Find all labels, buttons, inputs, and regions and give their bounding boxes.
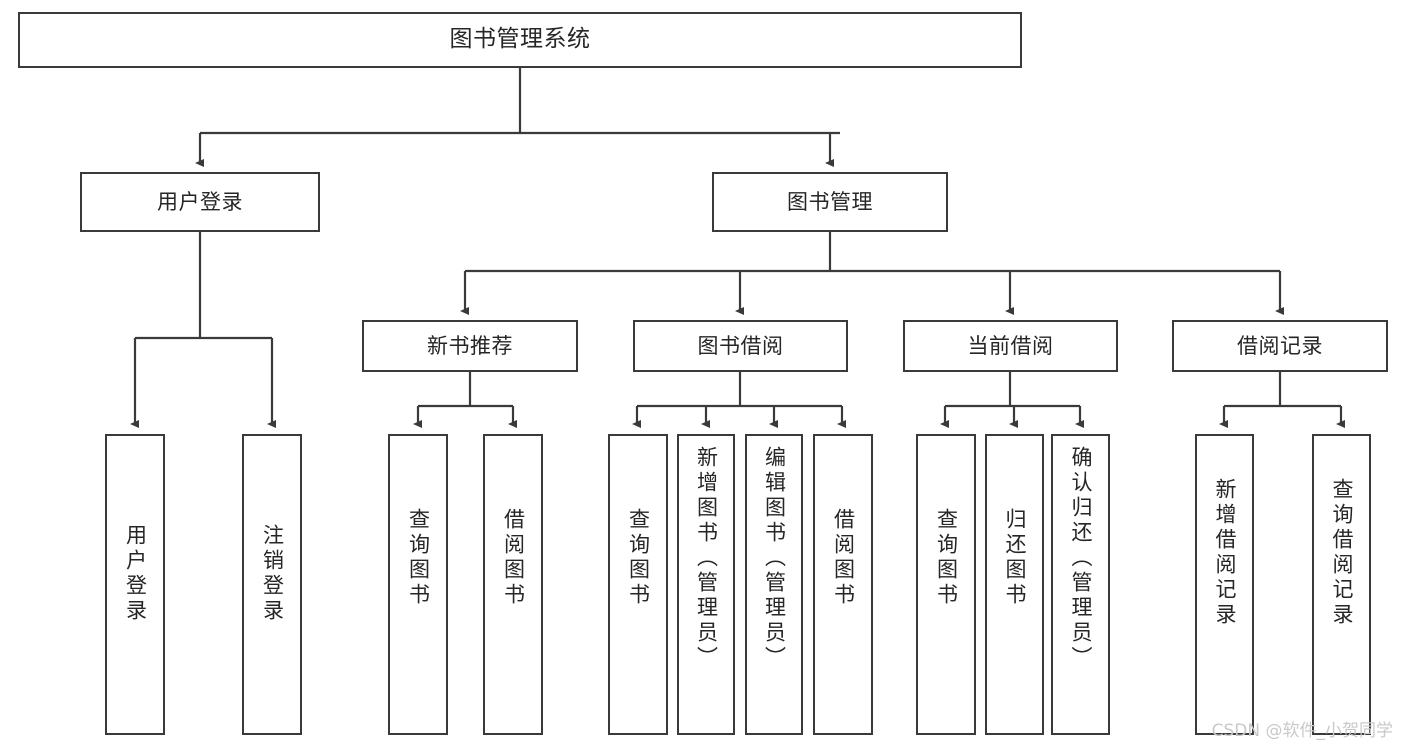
node-borrow-records[interactable]: 借阅记录 bbox=[1172, 320, 1388, 372]
node-root-system[interactable]: 图书管理系统 bbox=[18, 12, 1022, 68]
leaf-logout[interactable]: 注销登录 bbox=[242, 434, 302, 735]
leaf-query-book-borrow[interactable]: 查询图书 bbox=[608, 434, 668, 735]
node-current-borrow[interactable]: 当前借阅 bbox=[903, 320, 1118, 372]
node-label: 查询图书 bbox=[934, 508, 959, 608]
node-label: 查询图书 bbox=[626, 508, 651, 608]
node-label: 编辑图书（管理员） bbox=[762, 446, 787, 671]
node-label: 注销登录 bbox=[260, 524, 285, 624]
node-label: 借阅图书 bbox=[831, 508, 856, 608]
node-label: 借阅记录 bbox=[1237, 333, 1323, 358]
node-label: 用户登录 bbox=[123, 524, 148, 624]
leaf-query-book-recommend[interactable]: 查询图书 bbox=[388, 434, 448, 735]
leaf-query-borrow-record[interactable]: 查询借阅记录 bbox=[1312, 434, 1371, 735]
leaf-confirm-return-admin[interactable]: 确认归还（管理员） bbox=[1051, 434, 1110, 735]
node-label: 用户登录 bbox=[157, 189, 243, 214]
leaf-add-borrow-record[interactable]: 新增借阅记录 bbox=[1195, 434, 1254, 735]
node-label: 查询借阅记录 bbox=[1330, 478, 1354, 628]
leaf-add-book-admin[interactable]: 新增图书（管理员） bbox=[677, 434, 735, 735]
leaf-query-book-current[interactable]: 查询图书 bbox=[916, 434, 976, 735]
node-label: 新书推荐 bbox=[427, 333, 513, 358]
node-label: 查询图书 bbox=[406, 508, 431, 608]
leaf-borrow-book-recommend[interactable]: 借阅图书 bbox=[483, 434, 543, 735]
node-label: 归还图书 bbox=[1003, 508, 1027, 608]
leaf-user-login[interactable]: 用户登录 bbox=[105, 434, 165, 735]
node-user-login-branch[interactable]: 用户登录 bbox=[80, 172, 320, 232]
leaf-borrow-book[interactable]: 借阅图书 bbox=[813, 434, 873, 735]
node-label: 确认归还（管理员） bbox=[1069, 446, 1093, 671]
node-book-borrow[interactable]: 图书借阅 bbox=[633, 320, 848, 372]
node-label: 图书管理 bbox=[787, 189, 873, 214]
node-label: 借阅图书 bbox=[501, 508, 526, 608]
leaf-edit-book-admin[interactable]: 编辑图书（管理员） bbox=[745, 434, 803, 735]
node-label: 新增图书（管理员） bbox=[694, 446, 719, 671]
node-new-book-recommend[interactable]: 新书推荐 bbox=[362, 320, 578, 372]
node-label: 新增借阅记录 bbox=[1213, 478, 1237, 628]
node-label: 当前借阅 bbox=[967, 333, 1054, 358]
node-label: 图书借阅 bbox=[697, 333, 784, 358]
node-label: 图书管理系统 bbox=[449, 26, 591, 53]
node-book-management-branch[interactable]: 图书管理 bbox=[712, 172, 948, 232]
leaf-return-book[interactable]: 归还图书 bbox=[985, 434, 1044, 735]
watermark: CSDN @软件_小贺同学 bbox=[1211, 721, 1393, 741]
